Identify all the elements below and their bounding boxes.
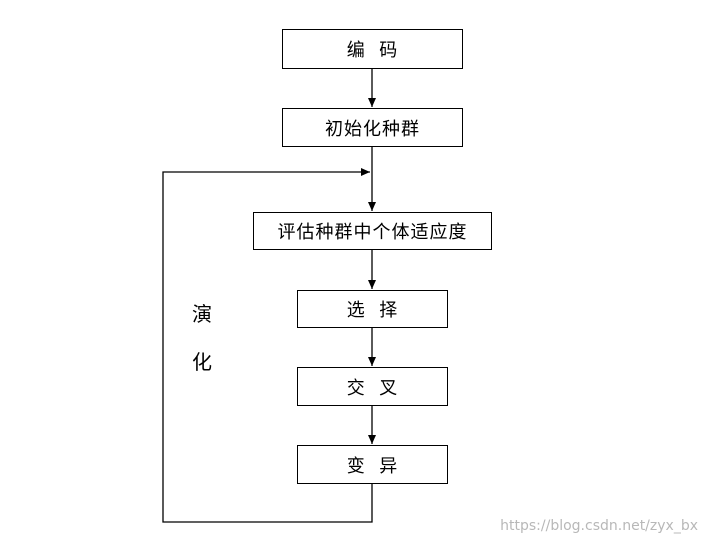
watermark: https://blog.csdn.net/zyx_bx (500, 518, 698, 534)
node-mutate: 变 异 (297, 445, 448, 484)
evolution-loop-line (162, 168, 373, 523)
node-init-population-label: 初始化种群 (325, 118, 420, 140)
evolution-label-char-1: 演 (192, 302, 212, 326)
node-init-population: 初始化种群 (282, 108, 463, 147)
node-evaluate-fitness: 评估种群中个体适应度 (253, 212, 492, 250)
node-encode: 编 码 (282, 29, 463, 69)
node-mutate-label: 变 异 (346, 455, 399, 477)
node-crossover-label: 交 叉 (346, 377, 399, 399)
evolution-label-char-2: 化 (192, 350, 212, 374)
node-evaluate-fitness-label: 评估种群中个体适应度 (277, 222, 468, 243)
node-select: 选 择 (297, 290, 448, 328)
node-crossover: 交 叉 (297, 367, 448, 406)
evolution-loop-label: 演 化 (188, 290, 216, 386)
node-select-label: 选 择 (346, 300, 399, 321)
node-encode-label: 编 码 (346, 40, 399, 61)
